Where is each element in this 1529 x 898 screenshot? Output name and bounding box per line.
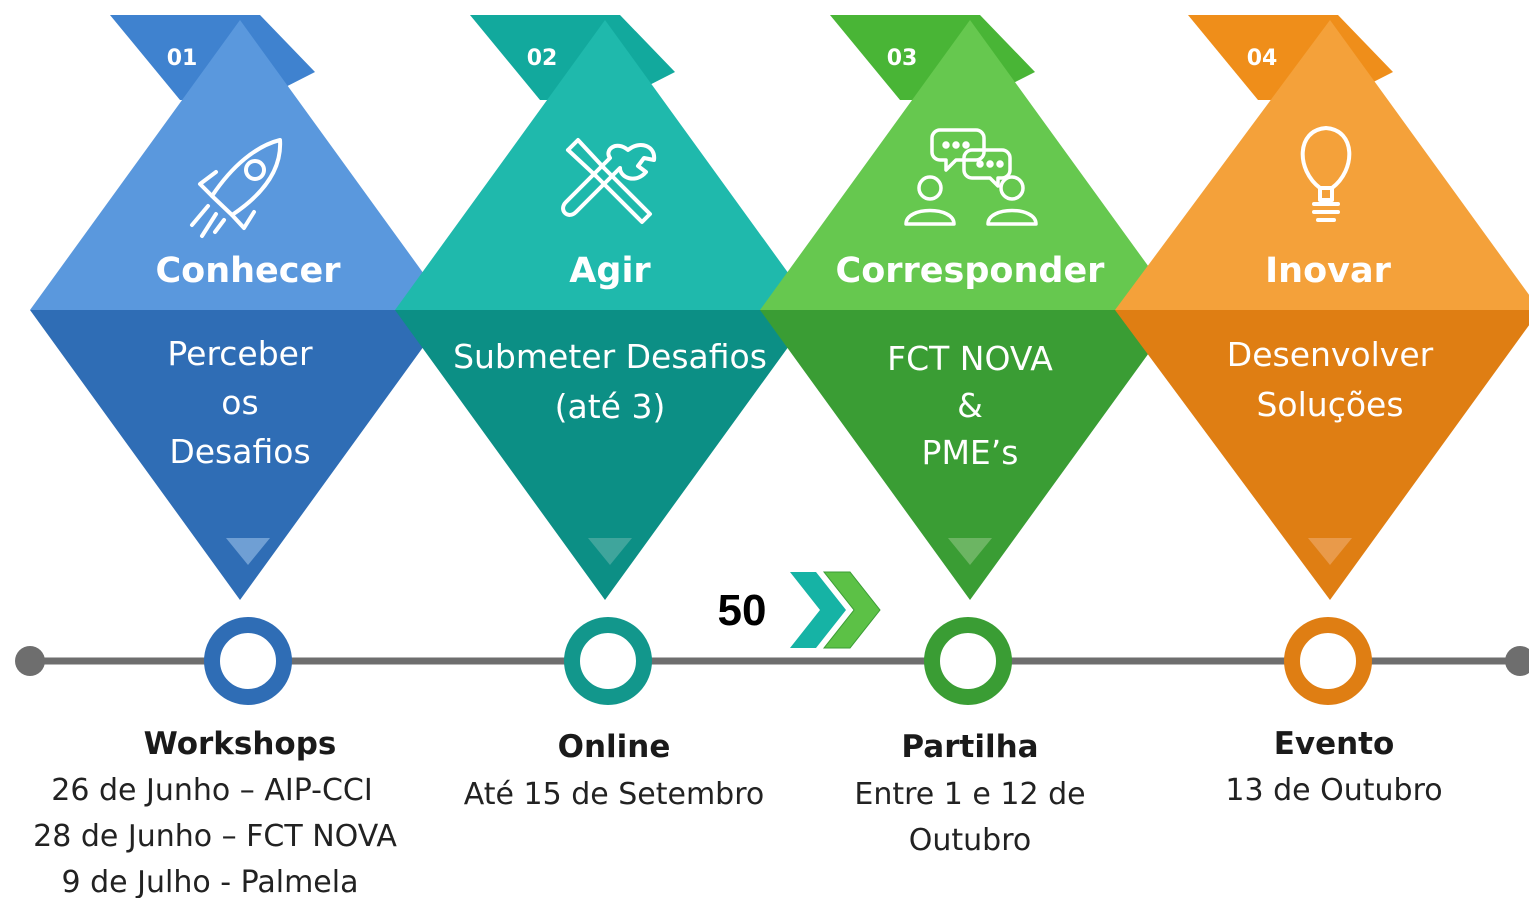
- step-3-below-line-2: Outubro: [909, 823, 1031, 858]
- step-3-desc-line-2: &: [957, 386, 983, 425]
- step-4-desc-line-2: Soluções: [1256, 385, 1403, 424]
- step-2-triangle-marker: [588, 538, 632, 565]
- timeline-node-4: [1284, 617, 1372, 705]
- step-3-below-line-1: Entre 1 e 12 de: [854, 777, 1085, 812]
- timeline-start-dot: [15, 646, 45, 676]
- step-2-below-line-1: Até 15 de Setembro: [464, 777, 765, 812]
- rocket-icon: [190, 138, 283, 238]
- step-4-diamond-lower: [1115, 310, 1529, 600]
- step-4-title: Inovar: [1265, 251, 1391, 291]
- step-4-number: 04: [1247, 46, 1278, 71]
- step-4: 04 Inovar Desenvolver Soluções: [1115, 15, 1529, 600]
- step-2-desc-line-2: (até 3): [555, 387, 666, 426]
- step-3-triangle-marker: [948, 538, 992, 565]
- chat-people-icon: [904, 128, 1038, 226]
- step-1-desc-line-2: os: [221, 383, 258, 422]
- step-2: 02 Agir Submeter Desafios (até 3): [395, 15, 815, 600]
- step-1-title: Conhecer: [155, 251, 341, 291]
- step-2-desc-line-1: Submeter Desafios: [453, 337, 767, 376]
- step-4-desc-line-1: Desenvolver: [1227, 335, 1434, 374]
- step-1-diamond-lower: [30, 310, 450, 600]
- step-1-desc-line-1: Perceber: [167, 334, 313, 373]
- step-1-below-line-2: 28 de Junho – FCT NOVA: [33, 819, 397, 854]
- step-2-number: 02: [527, 46, 558, 71]
- step-3-below-title: Partilha: [901, 729, 1038, 765]
- step-3-number: 03: [887, 46, 918, 71]
- timeline-end-dot: [1505, 646, 1529, 676]
- step-3-desc-line-1: FCT NOVA: [887, 339, 1053, 378]
- step-1: 01 Conhecer Perceber os Desafios: [30, 15, 450, 600]
- step-3-diamond-upper: [760, 20, 1180, 310]
- chevron-teal-icon: [790, 572, 846, 648]
- chevron-green-icon: [822, 571, 881, 649]
- step-1-below-line-3: 9 de Julho - Palmela: [62, 865, 359, 898]
- step-4-diamond-upper: [1115, 20, 1529, 310]
- tools-icon: [561, 138, 657, 224]
- step-1-below-title: Workshops: [144, 726, 337, 762]
- step-1-desc-line-3: Desafios: [169, 432, 310, 471]
- step-3-desc-line-3: PME’s: [922, 433, 1019, 472]
- lightbulb-icon: [1300, 126, 1352, 222]
- step-3: 03 Corresponder FCT NOVA & PME’s: [760, 15, 1180, 600]
- step-3-title: Corresponder: [836, 251, 1106, 291]
- step-1-number: 01: [167, 46, 198, 71]
- timeline-node-2: [564, 617, 652, 705]
- timeline-node-3: [924, 617, 1012, 705]
- step-4-triangle-marker: [1308, 538, 1352, 565]
- step-4-below-title: Evento: [1274, 726, 1395, 762]
- step-1-triangle-marker: [226, 538, 270, 565]
- timeline-node-1: [204, 617, 292, 705]
- step-2-title: Agir: [569, 251, 651, 291]
- counter-value: 50: [718, 586, 767, 635]
- step-2-diamond-lower: [395, 310, 815, 600]
- step-2-below-title: Online: [558, 729, 671, 765]
- step-3-diamond-lower: [760, 310, 1180, 600]
- step-1-below-line-1: 26 de Junho – AIP-CCI: [51, 773, 372, 808]
- step-4-below-line-1: 13 de Outubro: [1225, 773, 1442, 808]
